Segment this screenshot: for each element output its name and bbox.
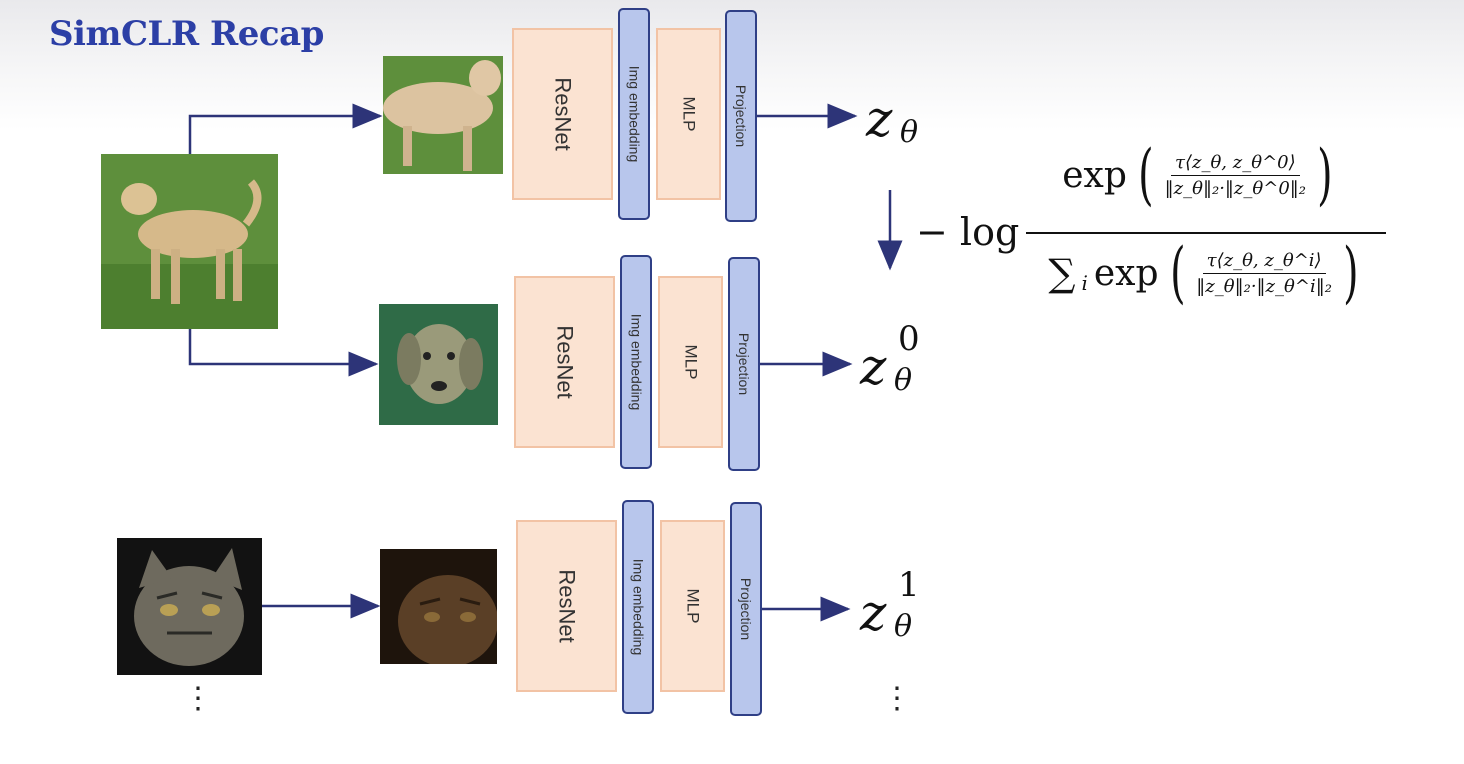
embedding-label-3: Img embedding	[630, 558, 647, 656]
dog-view-b-image	[379, 304, 498, 425]
output-superscript-2: 0	[898, 319, 920, 359]
loss-numerator: exp ( τ⟨z_θ, z_θ^0⟩ ‖z_θ‖₂·‖z_θ^0‖₂ )	[1062, 136, 1333, 213]
denominator-sum-index: i	[1081, 271, 1088, 295]
resnet-label-2: ResNet	[552, 325, 578, 399]
mlp-block-2: MLP	[658, 276, 723, 448]
output-z-theta: z θ	[866, 90, 918, 148]
mlp-block-1: MLP	[656, 28, 721, 200]
dog-view-a-image	[383, 56, 503, 174]
output-subscript-2: θ	[894, 363, 913, 398]
output-superscript-3: 1	[898, 565, 920, 605]
denominator-frac-top: τ⟨z_θ, z_θ^i⟩	[1202, 250, 1326, 274]
mlp-label-3: MLP	[683, 588, 703, 624]
numerator-exp: exp	[1062, 154, 1127, 196]
loss-prefix: − log	[916, 210, 1020, 254]
output-symbol-3: z	[860, 584, 887, 642]
denominator-exp: exp	[1093, 252, 1159, 294]
output-subscript-3: θ	[894, 609, 913, 644]
projection-label-1: Projection	[733, 84, 750, 148]
embedding-block-2: Img embedding	[620, 255, 652, 469]
mlp-label-2: MLP	[681, 344, 701, 380]
resnet-label-3: ResNet	[554, 569, 580, 643]
projection-block-1: Projection	[725, 10, 757, 222]
denominator-sum: ∑	[1048, 251, 1076, 295]
contrastive-loss-formula: − log exp ( τ⟨z_θ, z_θ^0⟩ ‖z_θ‖₂·‖z_θ^0‖…	[916, 142, 1396, 322]
output-z-theta-1: z 1 θ	[860, 568, 920, 642]
loss-denominator: ∑i exp ( τ⟨z_θ, z_θ^i⟩ ‖z_θ‖₂·‖z_θ^i‖₂ )	[1048, 234, 1359, 311]
projection-block-2: Projection	[728, 257, 760, 471]
cat-view-image	[380, 549, 497, 664]
denominator-frac-bottom: ‖z_θ‖₂·‖z_θ^i‖₂	[1196, 275, 1332, 297]
numerator-frac-top: τ⟨z_θ, z_θ^0⟩	[1171, 152, 1300, 176]
more-outputs-ellipsis: ⋮	[882, 682, 912, 715]
output-z-theta-0: z 0 θ	[860, 322, 920, 396]
dog-original-image	[101, 154, 278, 329]
resnet-label-1: ResNet	[550, 77, 576, 151]
mlp-label-1: MLP	[679, 96, 699, 132]
projection-label-2: Projection	[736, 332, 753, 396]
more-images-ellipsis: ⋮	[183, 682, 213, 715]
embedding-label-1: Img embedding	[626, 65, 643, 163]
resnet-block-2: ResNet	[514, 276, 615, 448]
embedding-block-1: Img embedding	[618, 8, 650, 220]
output-symbol-2: z	[860, 338, 887, 396]
numerator-frac-bottom: ‖z_θ‖₂·‖z_θ^0‖₂	[1164, 177, 1306, 199]
slide-title: SimCLR Recap	[49, 14, 324, 54]
projection-block-3: Projection	[730, 502, 762, 716]
resnet-block-3: ResNet	[516, 520, 617, 692]
embedding-block-3: Img embedding	[622, 500, 654, 714]
embedding-label-2: Img embedding	[628, 313, 645, 411]
resnet-block-1: ResNet	[512, 28, 613, 200]
mlp-block-3: MLP	[660, 520, 725, 692]
loss-fraction-bar	[1026, 232, 1386, 234]
output-symbol-1: z	[866, 90, 893, 148]
projection-label-3: Projection	[738, 577, 755, 641]
output-subscript-1: θ	[900, 115, 919, 150]
cat-original-image	[117, 538, 262, 675]
